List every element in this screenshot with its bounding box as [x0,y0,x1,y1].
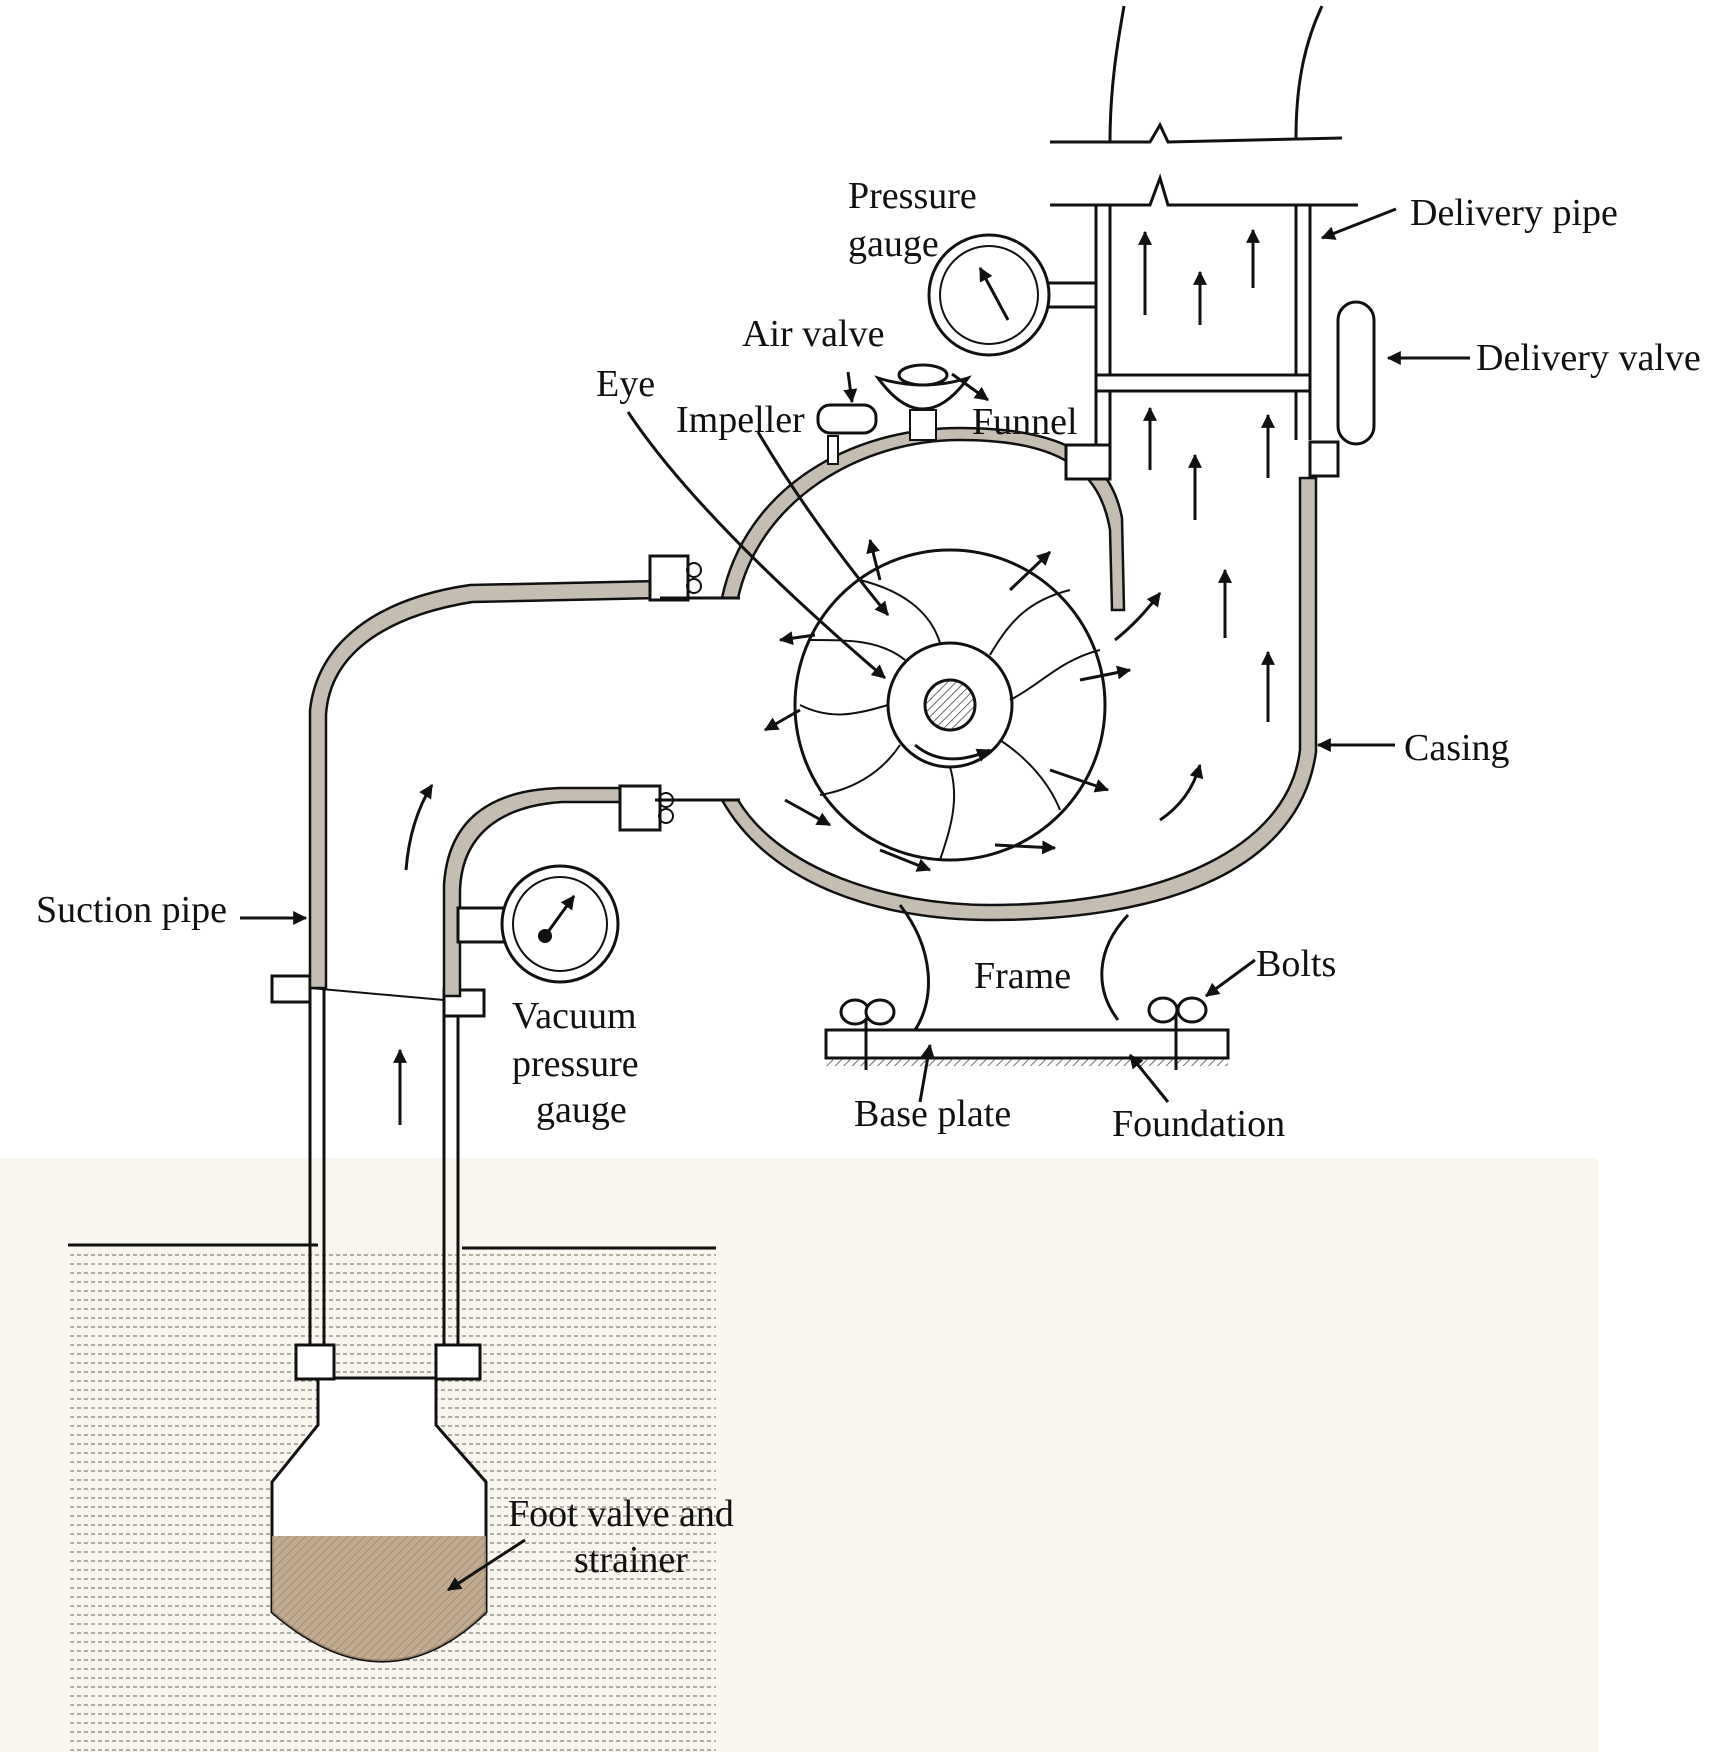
suction-pipe [270,554,702,1345]
air-valve [816,403,878,465]
label-impeller: Impeller [676,399,805,441]
label-vacuum-gauge-2: pressure [512,1043,639,1085]
label-pressure-gauge-2: gauge [848,223,939,265]
label-foot-valve-1: Foot valve and [508,1493,734,1535]
label-suction-pipe: Suction pipe [36,889,227,931]
pressure-gauge [927,233,1098,357]
label-delivery-pipe: Delivery pipe [1410,192,1618,234]
label-base-plate: Base plate [854,1093,1011,1135]
label-funnel: Funnel [972,401,1078,443]
label-vacuum-gauge-1: Vacuum [512,995,637,1037]
label-foundation: Foundation [1112,1103,1285,1145]
foot-valve-strainer [270,1343,488,1663]
label-bolts: Bolts [1256,943,1336,985]
label-eye: Eye [596,363,655,405]
label-foot-valve-2: strainer [574,1539,688,1581]
frame-base [824,904,1230,1070]
label-vacuum-gauge-3: gauge [536,1089,627,1131]
label-delivery-valve: Delivery valve [1476,337,1701,379]
delivery-valve [1336,300,1376,446]
funnel [874,363,972,441]
label-casing: Casing [1404,727,1510,769]
suction-flange-right [434,1343,482,1381]
delivery-pipe [1050,5,1358,722]
suction-flange-left [294,1343,336,1381]
label-frame: Frame [974,955,1071,997]
vacuum-pressure-gauge [456,864,620,984]
impeller [763,538,1204,872]
leader-lines [240,207,1470,1592]
label-pressure-gauge-1: Pressure [848,175,977,217]
label-air-valve: Air valve [742,313,884,355]
